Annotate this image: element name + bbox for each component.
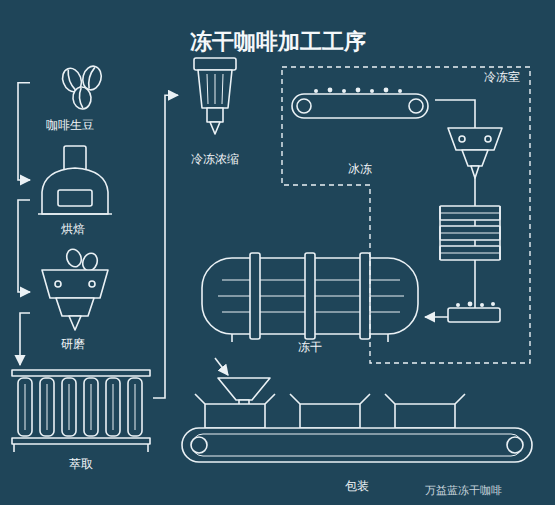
process-step: 冰冻: [285, 80, 435, 180]
step-label: 萃取: [69, 457, 93, 472]
step-label: 冷冻室: [484, 70, 520, 85]
step-label: 咖啡生豆: [46, 118, 94, 133]
watermark: 万益蓝冻干咖啡: [425, 483, 502, 498]
extraction-rack-icon: [12, 370, 150, 452]
coffee-bean-icon: [59, 64, 103, 110]
process-step: 烘焙: [30, 140, 115, 240]
grinder-icon: [42, 247, 108, 330]
process-step: 冻干: [195, 250, 425, 358]
freezing-conveyor-icon: [292, 88, 428, 118]
tray-icon: [448, 302, 500, 322]
process-step: 咖啡生豆: [30, 60, 110, 136]
roaster-icon: [38, 146, 112, 214]
freeze-dryer-icon: [202, 253, 418, 342]
flow-arrow: [153, 95, 178, 398]
step-label: 包装: [345, 479, 369, 494]
process-step: 萃取: [8, 365, 153, 475]
packaging-line-icon: [182, 378, 532, 462]
flow-arrow: [18, 83, 30, 180]
crusher-icon: [448, 128, 502, 178]
flow-arrow: [215, 358, 228, 375]
step-label: 研磨: [61, 337, 85, 352]
tray-stack-icon: [440, 206, 500, 260]
process-step: 冷冻浓缩: [178, 55, 252, 170]
step-label: 冰冻: [348, 162, 372, 177]
process-step: 研磨: [30, 250, 115, 355]
step-label: 烘焙: [61, 222, 85, 237]
process-step: 包装: [178, 375, 536, 497]
flow-arrow: [18, 200, 30, 292]
concentrator-icon: [194, 58, 236, 134]
chamber-outline: [280, 65, 532, 365]
flow-arrow: [20, 313, 30, 365]
step-label: 冷冻浓缩: [191, 152, 239, 167]
chamber-dashed-line: [282, 67, 530, 363]
chamber-region: 冷冻室冰冻: [280, 65, 532, 365]
step-label: 冻干: [298, 340, 322, 355]
diagram-title: 冻干咖啡加工工序: [0, 27, 555, 57]
